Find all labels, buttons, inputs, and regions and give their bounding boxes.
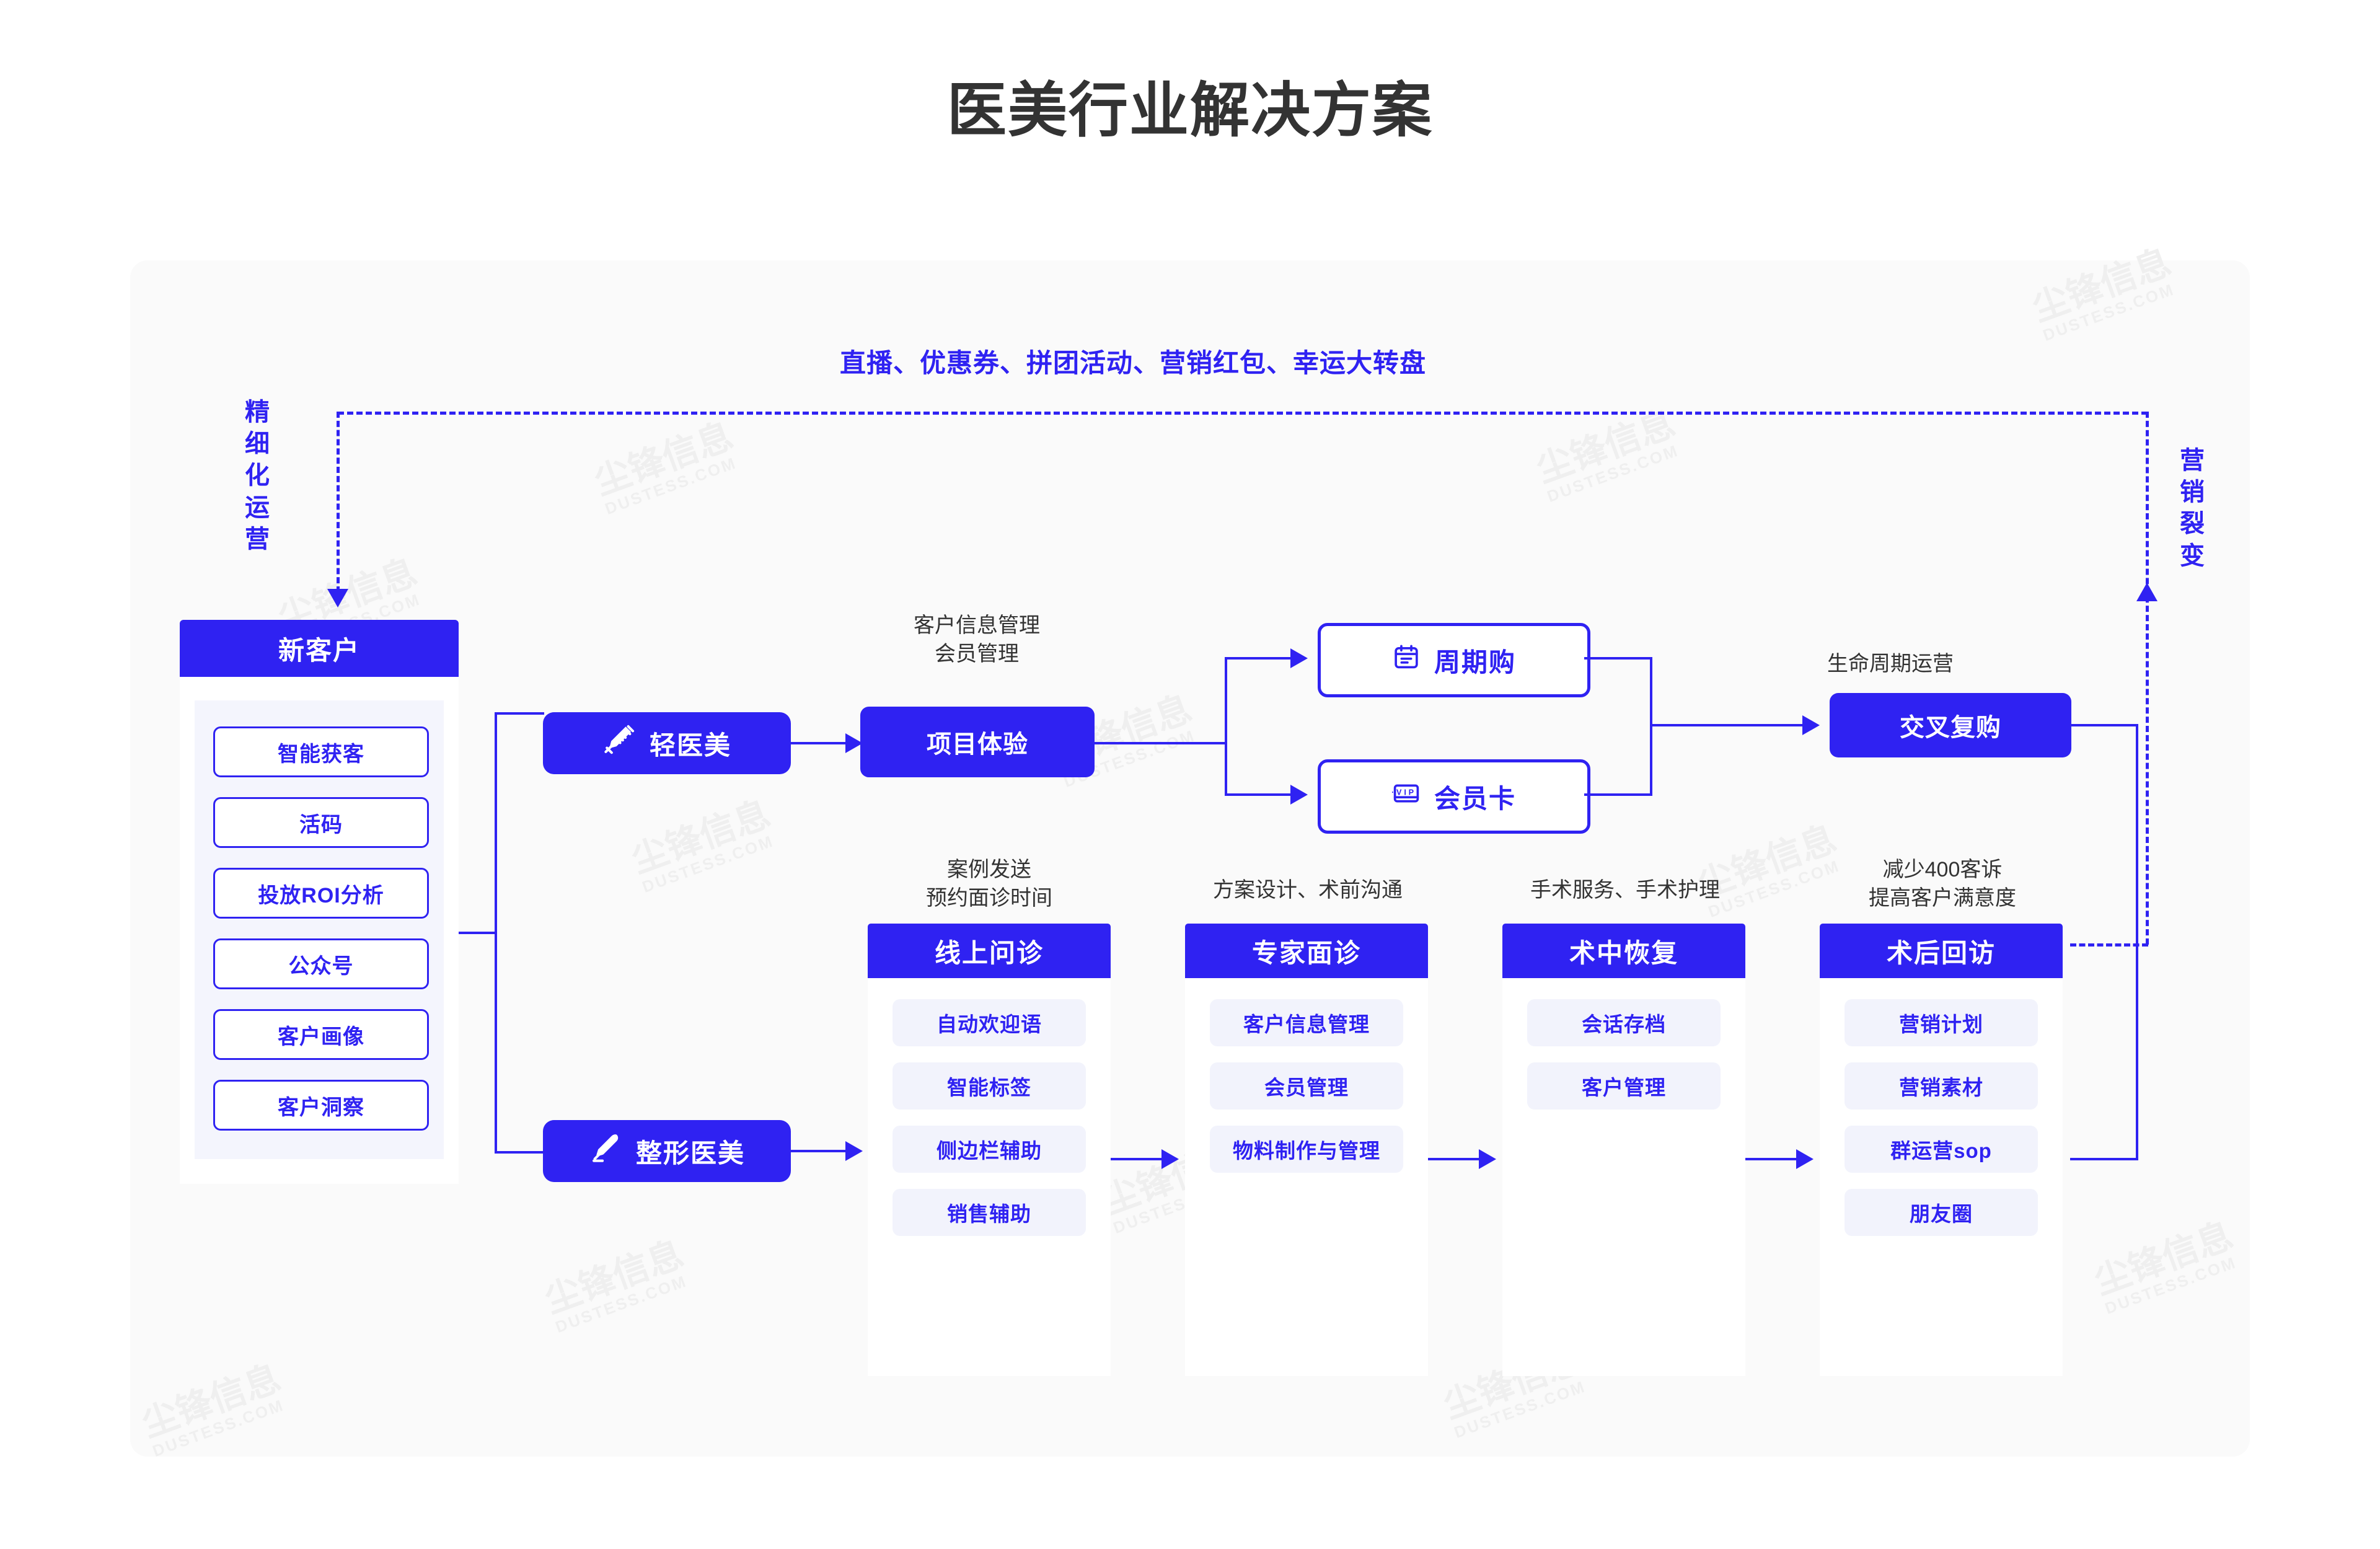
purchase-option-membership-card[interactable]: ·VIP· 会员卡	[1318, 759, 1590, 834]
stage-item[interactable]: 自动欢迎语	[892, 999, 1086, 1046]
stage-body: 会话存档 客户管理	[1502, 978, 1745, 1134]
arrow-icon	[845, 733, 863, 753]
stage-caption-line1: 减少400客诉	[1882, 858, 2003, 881]
branch-top-arm	[495, 712, 544, 715]
purchase-merge-bottom-arm	[1584, 793, 1652, 796]
stage-body: 客户信息管理 会员管理 物料制作与管理	[1185, 978, 1428, 1198]
stage-column-online-consult: 线上问诊 自动欢迎语 智能标签 侧边栏辅助 销售辅助	[868, 924, 1111, 1376]
new-customer-item[interactable]: 活码	[213, 797, 429, 848]
stage-caption: 案例发送 预约面诊时间	[865, 855, 1113, 912]
repurchase-loop-top	[2071, 724, 2138, 726]
purchase-option-label: 周期购	[1434, 647, 1516, 677]
arrow-icon	[845, 1141, 863, 1161]
stage-item[interactable]: 客户信息管理	[1210, 999, 1403, 1046]
repurchase-box[interactable]: 交叉复购	[1830, 693, 2071, 757]
purchase-split-bottom-arm	[1225, 793, 1299, 796]
experience-box[interactable]: 项目体验	[860, 707, 1095, 777]
stage-caption-line2: 预约面诊时间	[926, 886, 1052, 911]
stage-item[interactable]: 物料制作与管理	[1210, 1126, 1403, 1173]
arrow-icon	[1161, 1149, 1179, 1169]
stage-column-expert-consult: 专家面诊 客户信息管理 会员管理 物料制作与管理	[1185, 924, 1428, 1376]
right-dashed-connector	[2146, 412, 2149, 945]
stage-item[interactable]: 侧边栏辅助	[892, 1126, 1086, 1173]
right-vertical-label: 营销裂变	[2180, 447, 2206, 570]
branch-bottom-arm	[495, 1151, 544, 1154]
stage-header: 术中恢复	[1502, 924, 1745, 978]
experience-caption: 客户信息管理 会员管理	[884, 611, 1070, 668]
top-marketing-label: 直播、优惠券、拼团活动、营销红包、幸运大转盘	[840, 348, 1427, 377]
stage-caption: 减少400客诉 提高客户满意度	[1818, 855, 2066, 912]
top-dashed-connector	[338, 412, 2148, 415]
stage-item[interactable]: 朋友圈	[1844, 1189, 2038, 1236]
left-dashed-arrow-icon	[327, 589, 348, 607]
stage-item[interactable]: 会话存档	[1527, 999, 1721, 1046]
experience-caption-line2: 会员管理	[935, 642, 1019, 666]
stage-body: 营销计划 营销素材 群运营sop 朋友圈	[1820, 978, 2063, 1261]
stage-header: 专家面诊	[1185, 924, 1428, 978]
new-customer-item[interactable]: 客户画像	[213, 1009, 429, 1060]
stage-caption: 手术服务、手术护理	[1501, 876, 1749, 904]
left-vertical-label: 精细化运营	[245, 399, 271, 553]
stage-item[interactable]: 智能标签	[892, 1062, 1086, 1110]
purchase-option-cycle[interactable]: 周期购	[1318, 623, 1590, 697]
scalpel-icon	[589, 1131, 622, 1171]
purchase-split-top-arm	[1225, 657, 1299, 660]
page-title: 医美行业解决方案	[947, 77, 1433, 144]
branch-spine	[495, 712, 497, 1154]
branch-stem	[459, 932, 496, 934]
repurchase-loop-bottom	[2070, 1158, 2138, 1160]
stage-caption: 方案设计、术前沟通	[1184, 876, 1432, 904]
arrow-icon	[1479, 1149, 1496, 1169]
stage-body: 自动欢迎语 智能标签 侧边栏辅助 销售辅助	[868, 978, 1111, 1261]
left-dashed-connector	[337, 412, 340, 593]
stage-column-intraop-recovery: 术中恢复 会话存档 客户管理	[1502, 924, 1745, 1376]
category-plastic-surgery[interactable]: 整形医美	[543, 1120, 791, 1182]
arrow-icon	[1796, 1149, 1814, 1169]
purchase-option-label: 会员卡	[1434, 783, 1516, 813]
arrow-icon	[1290, 648, 1308, 668]
svg-text:·VIP·: ·VIP·	[1392, 788, 1421, 797]
connector-light-to-experience	[791, 742, 847, 744]
new-customer-item[interactable]: 公众号	[213, 938, 429, 989]
experience-out-stem	[1095, 742, 1226, 744]
stage-item[interactable]: 群运营sop	[1844, 1126, 2038, 1173]
repurchase-caption: 生命周期运营	[1827, 652, 1954, 676]
stage-column-postop-followup: 术后回访 营销计划 营销素材 群运营sop 朋友圈	[1820, 924, 2063, 1376]
arrow-icon	[1802, 715, 1820, 735]
new-customer-item[interactable]: 智能获客	[213, 726, 429, 777]
right-dashed-return-connector	[2070, 943, 2148, 947]
new-customer-header: 新客户	[180, 620, 459, 677]
connector-plastic-to-stage1	[791, 1150, 847, 1152]
stage-caption-line2: 提高客户满意度	[1869, 886, 2016, 911]
arrow-icon	[1290, 785, 1308, 805]
repurchase-loop-right	[2136, 724, 2138, 1160]
stage-item[interactable]: 营销计划	[1844, 999, 2038, 1046]
stage-item[interactable]: 销售辅助	[892, 1189, 1086, 1236]
stage-item[interactable]: 客户管理	[1527, 1062, 1721, 1110]
new-customer-card: 新客户 智能获客 活码 投放ROI分析 公众号 客户画像 客户洞察	[180, 620, 459, 1184]
category-label: 轻医美	[649, 730, 731, 760]
stage-item[interactable]: 营销素材	[1844, 1062, 2038, 1110]
stage-caption-line1: 方案设计、术前沟通	[1213, 878, 1403, 902]
vip-card-icon: ·VIP·	[1391, 779, 1421, 814]
calendar-icon	[1392, 643, 1421, 677]
new-customer-item[interactable]: 客户洞察	[213, 1080, 429, 1131]
category-light-medical[interactable]: 轻医美	[543, 712, 791, 774]
new-customer-item[interactable]: 投放ROI分析	[213, 868, 429, 919]
stage-item[interactable]: 会员管理	[1210, 1062, 1403, 1110]
purchase-split-spine	[1225, 657, 1227, 795]
connector-to-repurchase	[1650, 724, 1812, 726]
purchase-merge-top-arm	[1584, 657, 1652, 660]
stage-header: 线上问诊	[868, 924, 1111, 978]
connector-stage3-stage4	[1745, 1158, 1797, 1160]
experience-caption-line1: 客户信息管理	[914, 614, 1040, 637]
stage-header: 术后回访	[1820, 924, 2063, 978]
stage-caption-line1: 案例发送	[947, 858, 1031, 881]
connector-stage1-stage2	[1111, 1158, 1163, 1160]
connector-stage2-stage3	[1428, 1158, 1480, 1160]
syringe-icon	[602, 723, 636, 763]
stage-caption-line1: 手术服务、手术护理	[1530, 878, 1720, 902]
category-label: 整形医美	[635, 1138, 745, 1168]
right-dashed-arrow-icon	[2136, 583, 2157, 601]
